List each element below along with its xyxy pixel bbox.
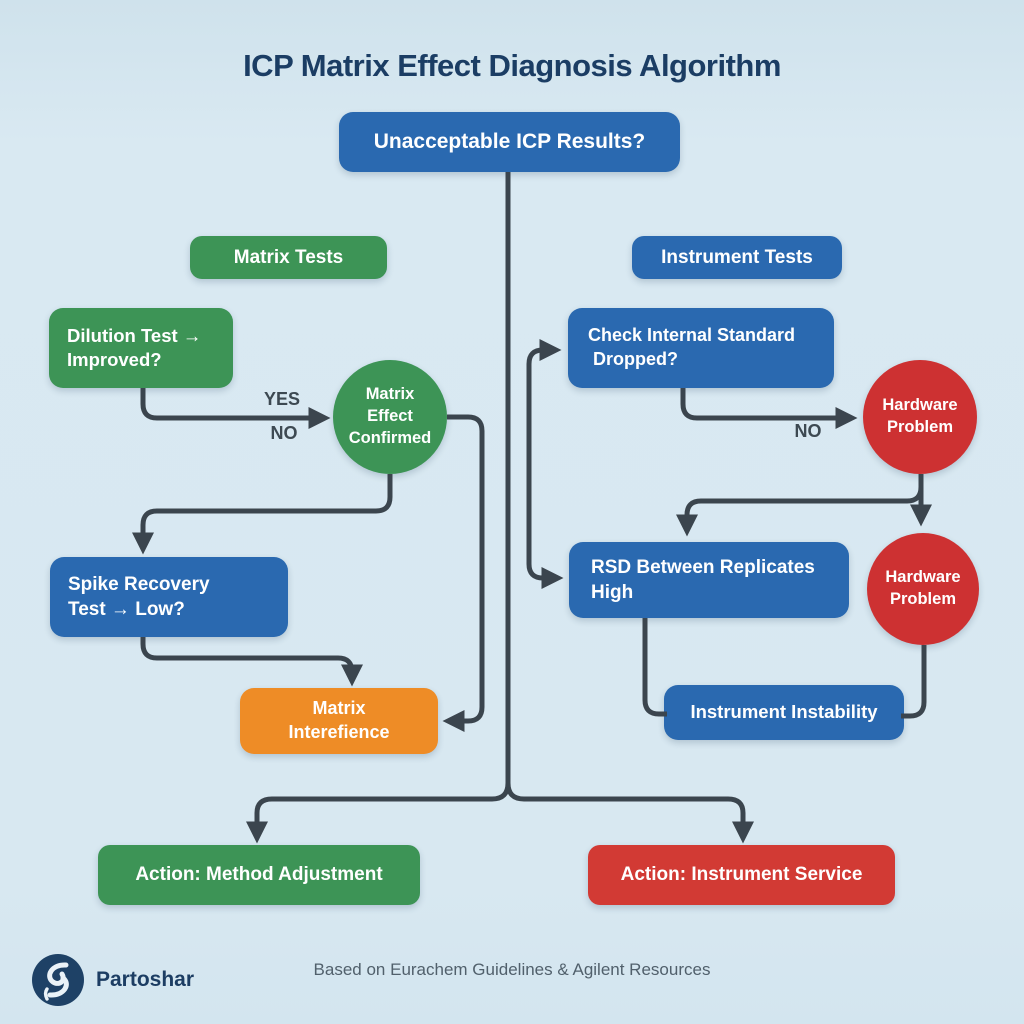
edge-spike-to-interference bbox=[140, 637, 364, 687]
node-start: Unacceptable ICP Results? bbox=[339, 112, 680, 172]
edge-check-to-hardware1 bbox=[680, 388, 858, 429]
node-instrument-tests-header: Instrument Tests bbox=[632, 236, 842, 279]
node-rsd-replicates: RSD Between Replicates High bbox=[569, 542, 849, 618]
edge-label-no-left: NO bbox=[270, 423, 298, 443]
footer-credit: Based on Eurachem Guidelines & Agilent R… bbox=[313, 960, 711, 979]
node-dilution-test: Dilution Test → Improved? bbox=[49, 308, 233, 388]
node-spike-recovery: Spike Recovery Test → Low? bbox=[50, 557, 288, 637]
edge-bracket-to-rsd bbox=[526, 548, 564, 589]
node-action-instrument-service: Action: Instrument Service bbox=[588, 845, 895, 905]
edge-split-to-action-service bbox=[505, 768, 755, 844]
node-matrix-effect-confirmed: Matrix Effect Confirmed bbox=[333, 360, 447, 474]
edge-hardware1-to-rsd bbox=[676, 486, 924, 537]
edge-matrix-effect-to-spike bbox=[132, 474, 393, 555]
node-instrument-instability: Instrument Instability bbox=[664, 685, 904, 740]
edge-bracket-to-check-internal bbox=[526, 338, 562, 562]
node-hardware-problem-2: Hardware Problem bbox=[867, 533, 979, 645]
edge-label-yes: YES bbox=[263, 389, 301, 409]
page-title: ICP Matrix Effect Diagnosis Algorithm bbox=[243, 48, 781, 83]
edge-hardware2-to-instability bbox=[901, 645, 927, 719]
node-matrix-interference: Matrix Interefience bbox=[240, 688, 438, 754]
node-action-method-adjustment: Action: Method Adjustment bbox=[98, 845, 420, 905]
node-check-internal-standard: Check Internal Standard Dropped? bbox=[568, 308, 834, 388]
node-hardware-problem-1: Hardware Problem bbox=[863, 360, 977, 474]
partoshar-logo-icon bbox=[32, 954, 84, 1006]
edge-label-no-right: NO bbox=[794, 421, 822, 441]
node-matrix-tests-header: Matrix Tests bbox=[190, 236, 387, 279]
edge-matrix-effect-to-interference bbox=[442, 414, 485, 733]
brand-name: Partoshar bbox=[96, 968, 195, 991]
